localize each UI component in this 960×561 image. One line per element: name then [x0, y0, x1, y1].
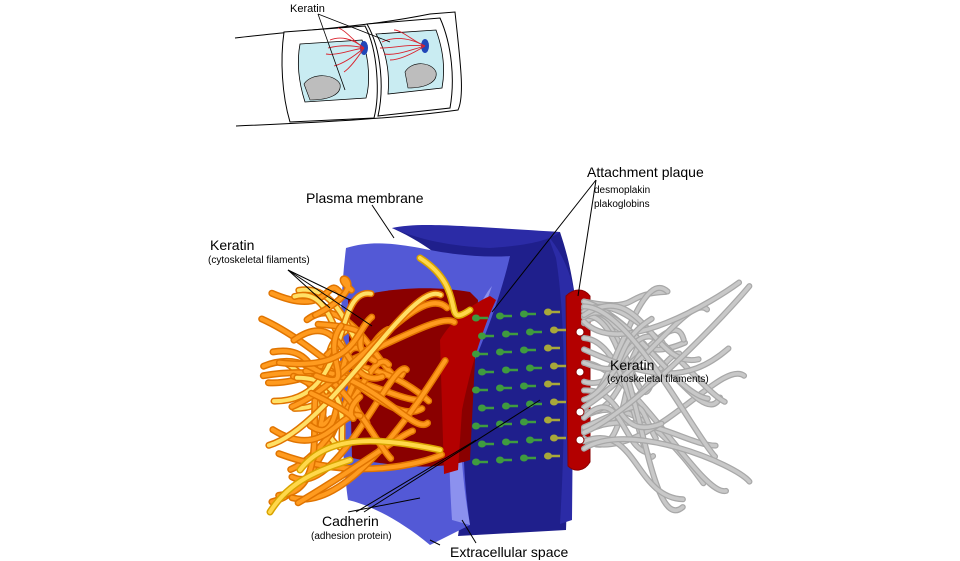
desmoplakin-label: desmoplakin: [594, 185, 650, 196]
keratin-filament-highlight: [276, 349, 333, 498]
keratin-filament-highlight: [582, 314, 685, 512]
keratin-filament-highlight: [582, 304, 717, 459]
cadherin-molecule: [544, 380, 560, 388]
cadherin-sublabel: (adhesion protein): [311, 531, 392, 542]
cadherin-molecule: [526, 400, 542, 408]
inset-nucleus-shadow-left: [303, 75, 341, 101]
inset-nucleus-shadow-right: [404, 63, 437, 89]
cadherin-molecule: [520, 418, 536, 426]
plasma-membrane-label: Plasma membrane: [306, 190, 424, 206]
right-plaque-attachments: [575, 327, 585, 445]
cadherin-molecule: [544, 452, 560, 460]
cadherin-molecule: [520, 454, 536, 462]
keratin-right-sublabel: (cytoskeletal filaments): [607, 374, 709, 385]
extracellular-space-label: Extracellular space: [450, 544, 568, 560]
keratin-right-label: Keratin: [610, 357, 654, 373]
keratin-filament-highlight: [268, 458, 352, 514]
cadherin-molecule: [478, 440, 494, 448]
keratin-filament-highlight: [418, 256, 472, 318]
keratin-right-filaments: [581, 279, 753, 514]
extracellular-pointer: [461, 519, 477, 544]
cadherin-molecule: [496, 312, 512, 320]
cadherin-molecule: [496, 348, 512, 356]
inset-cells: Keratin: [234, 3, 462, 127]
cadherin-molecule: [478, 332, 494, 340]
cadherin-molecule: [550, 362, 566, 370]
cadherin-label: Cadherin: [322, 513, 379, 529]
inset-keratin-pointer-1: [317, 13, 346, 91]
keratin-filament-highlight: [266, 291, 443, 448]
keratin-filament-highlight: [313, 276, 354, 318]
cadherin-molecule: [502, 366, 518, 374]
keratin-filament-highlight: [298, 439, 442, 472]
inset-keratin-label: Keratin: [290, 3, 325, 15]
cadherin-molecule: [472, 386, 488, 394]
cadherin-molecule: [520, 382, 536, 390]
keratin-filament-highlight: [582, 372, 746, 447]
inset-keratin-pointer-2: [317, 13, 391, 43]
cadherin-molecule: [526, 436, 542, 444]
cadherin-molecule: [478, 404, 494, 412]
cadherin-molecule: [544, 308, 560, 316]
cadherin-molecule: [502, 330, 518, 338]
inset-keratin-filaments: [325, 27, 426, 73]
cadherin-molecule: [544, 416, 560, 424]
cadherin-molecule: [544, 344, 560, 352]
plakoglobins-label: plakoglobins: [594, 199, 650, 210]
attachment-plaque-label: Attachment plaque: [587, 164, 704, 180]
keratin-filament-highlight: [309, 391, 362, 421]
cadherin-molecule: [550, 434, 566, 442]
pointer-lines: [287, 179, 597, 546]
membrane-back-top: [392, 225, 560, 248]
cadherin-molecule: [472, 422, 488, 430]
keratin-filament-highlight: [582, 280, 741, 336]
keratin-filament-highlight: [291, 374, 334, 428]
cadherin-molecule: [502, 402, 518, 410]
cadherin-molecule: [520, 346, 536, 354]
keratin-filament-highlight: [582, 436, 685, 502]
keratin-filament-highlight: [582, 405, 648, 454]
keratin-filament-highlight: [582, 284, 752, 435]
cadherin-molecule: [526, 328, 542, 336]
cadherin-molecule: [550, 398, 566, 406]
cadherin-molecule: [496, 384, 512, 392]
keratin-left-sublabel: (cytoskeletal filaments): [208, 255, 310, 266]
keratin-filament-highlight: [314, 323, 344, 383]
cadherin-molecule: [472, 458, 488, 466]
cadherin-molecule: [478, 368, 494, 376]
cadherin-molecule: [526, 364, 542, 372]
keratin-filament-highlight: [582, 437, 752, 484]
keratin-filament-highlight: [269, 285, 343, 304]
cadherin-molecule: [472, 350, 488, 358]
cadherin-molecule: [502, 438, 518, 446]
cadherin-molecule: [550, 326, 566, 334]
keratin-left-filaments: [258, 254, 474, 516]
keratin-left-label: Keratin: [210, 237, 254, 253]
left-plaque-front-bar: [440, 296, 496, 474]
cadherin-molecule: [496, 456, 512, 464]
cadherin-molecule: [472, 314, 488, 322]
cadherin-molecule: [520, 310, 536, 318]
keratin-filament-highlight: [296, 429, 415, 505]
keratin-filament-highlight: [582, 290, 668, 307]
keratin-filament-highlight: [582, 317, 654, 371]
cadherin-molecules: [472, 308, 566, 466]
